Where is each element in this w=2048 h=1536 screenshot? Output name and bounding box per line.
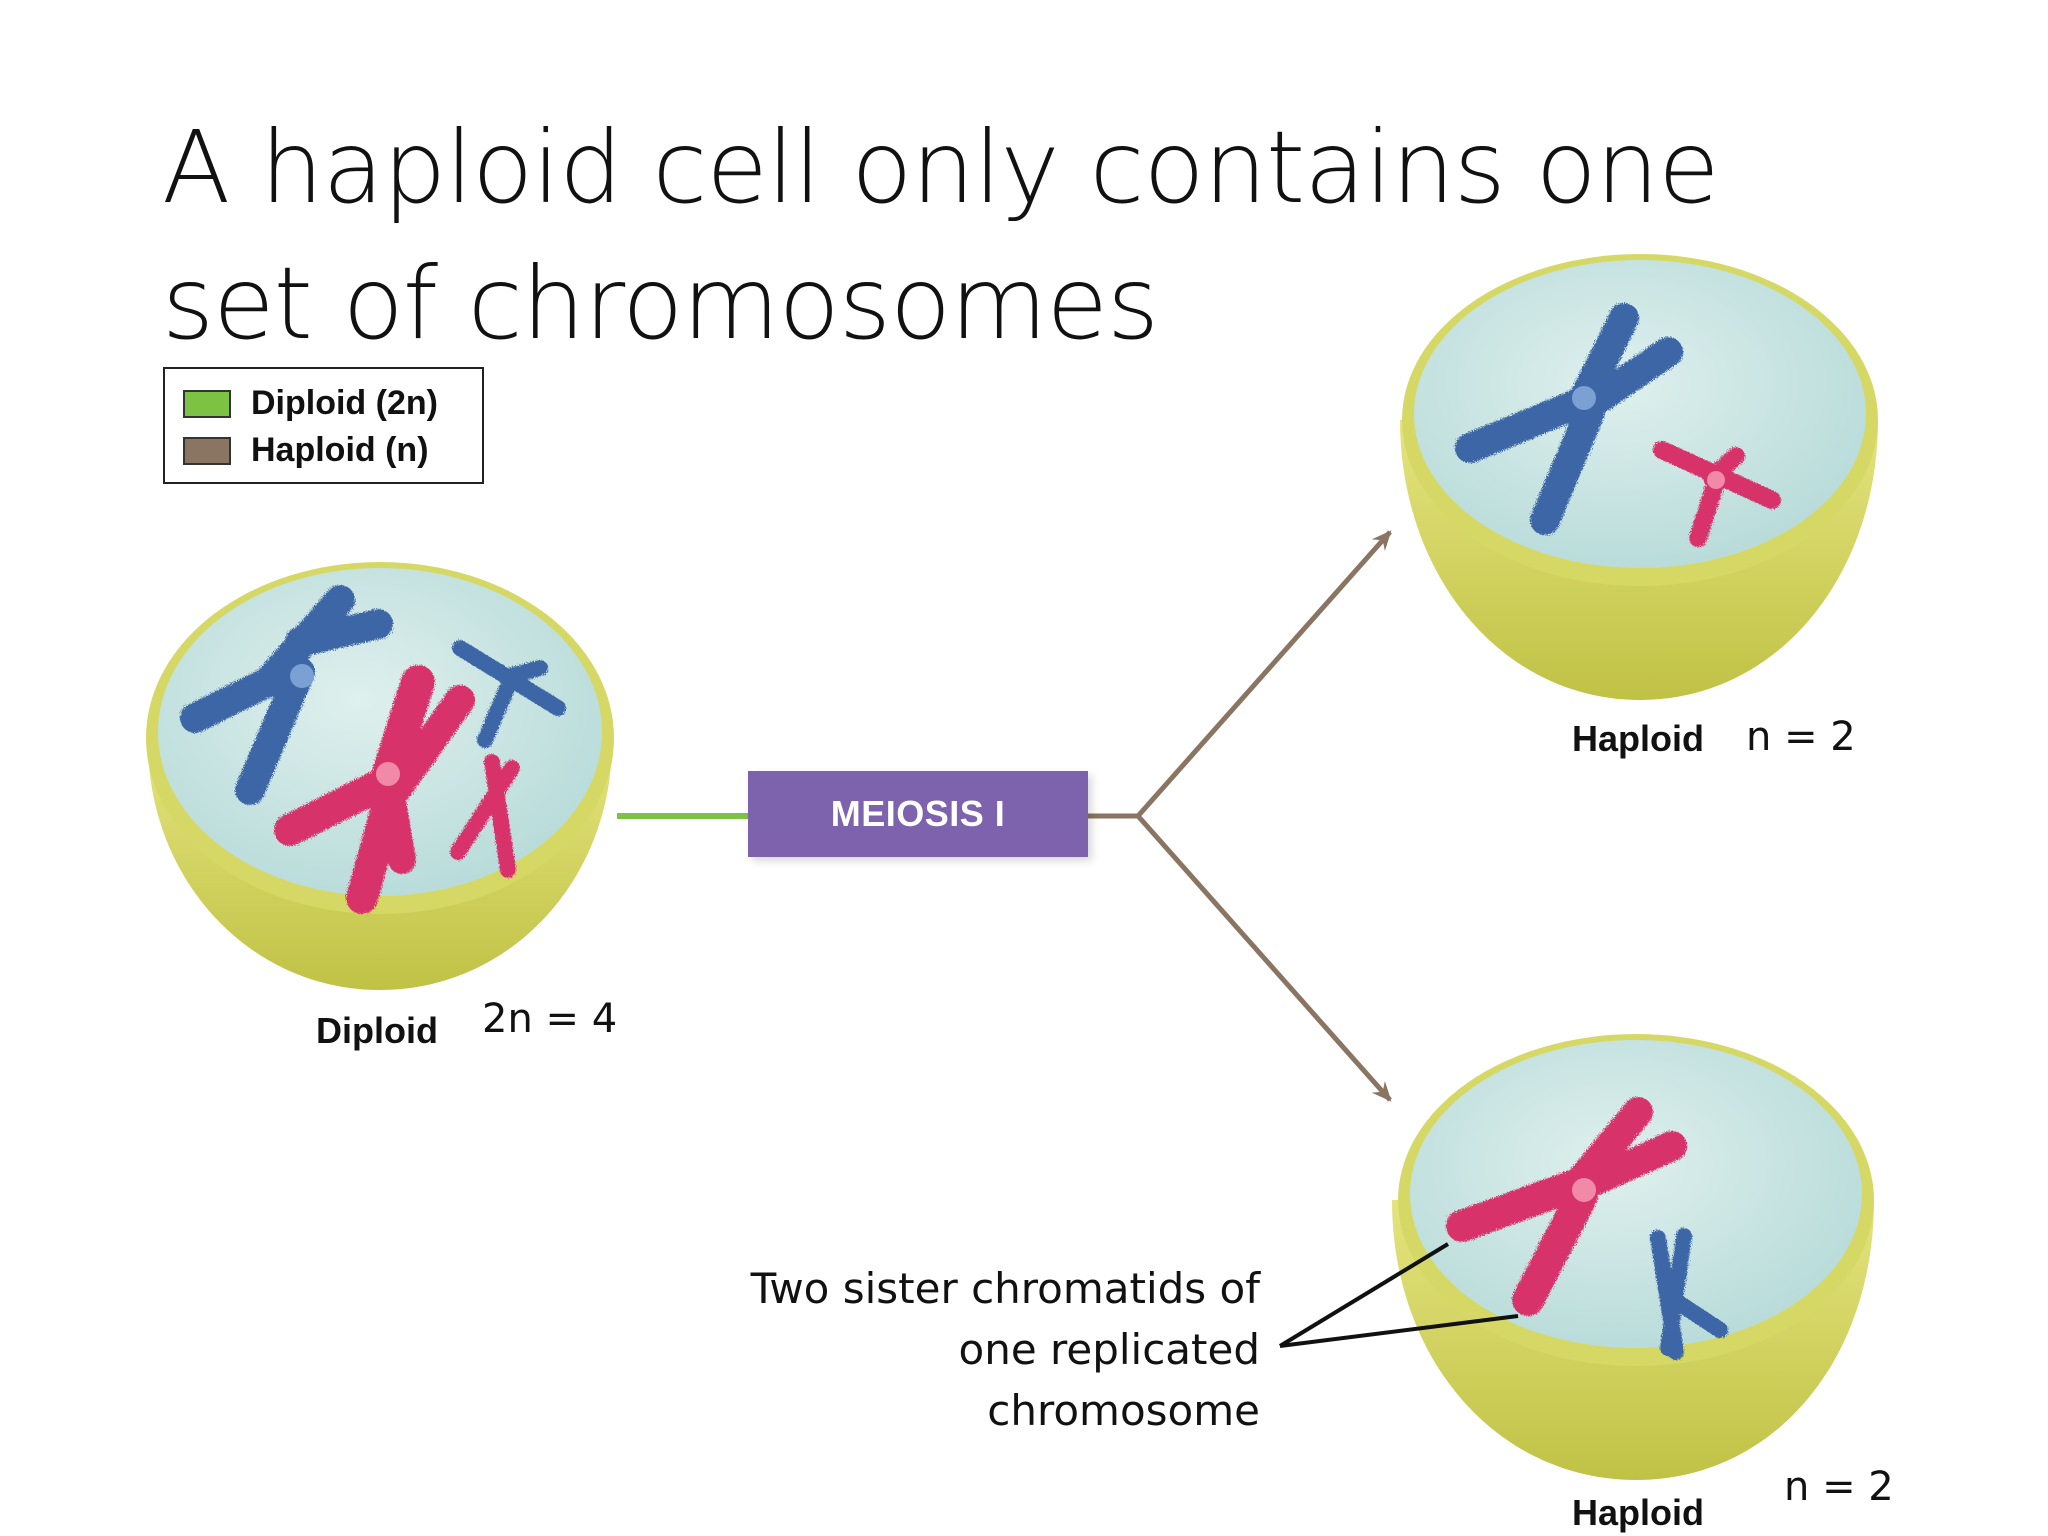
callout-line-3: chromosome [987,1386,1260,1435]
haploid-bottom-label: Haploid [1572,1492,1704,1533]
meiosis-i-box: MEIOSIS I [748,771,1088,857]
legend-label-haploid: Haploid (n) [251,431,429,469]
callout-line-2: one replicated [958,1325,1261,1374]
haploid-top-count: n = 2 [1746,714,1856,760]
title-line-1: A haploid cell only contains one [162,109,1720,226]
haploid-top-cell [1400,254,1878,700]
chromosome-red-large [1446,1097,1687,1316]
callout-pointer-upper [1278,1242,1450,1348]
slide-title: A haploid cell only contains one set of … [162,100,1862,372]
diploid-count: 2n = 4 [482,996,618,1042]
haploid-swatch [183,436,231,465]
haploid-bottom-count: n = 2 [1784,1464,1894,1510]
title-line-2: set of chromosomes [162,245,1159,362]
callout-pointer-lower [1279,1314,1519,1348]
haploid-top-label: Haploid [1572,718,1704,759]
diploid-label: Diploid [316,1010,438,1051]
haploid-bottom-cell [1392,1034,1874,1480]
process-label: MEIOSIS I [830,793,1006,834]
legend: Diploid (2n) Haploid (n) [163,367,484,484]
legend-label-diploid: Diploid (2n) [251,384,438,422]
callout-line-1: Two sister chromatids of [750,1264,1260,1313]
sister-chromatids-callout: Two sister chromatids of one replicated … [700,1258,1260,1441]
diploid-swatch [183,389,231,418]
chromosome-blue-small [1650,1228,1728,1360]
chromosome-blue-large [180,585,393,805]
chromosome-red-large [274,665,475,914]
chromosome-blue-small [452,640,566,748]
legend-item-haploid: Haploid (n) [183,431,429,470]
diploid-cell [146,562,614,990]
arrow-to-top-cell [1136,530,1392,818]
chromosome-red-small [450,754,520,878]
legend-item-diploid: Diploid (2n) [183,384,438,423]
arrow-to-bottom-cell [1136,814,1392,1102]
